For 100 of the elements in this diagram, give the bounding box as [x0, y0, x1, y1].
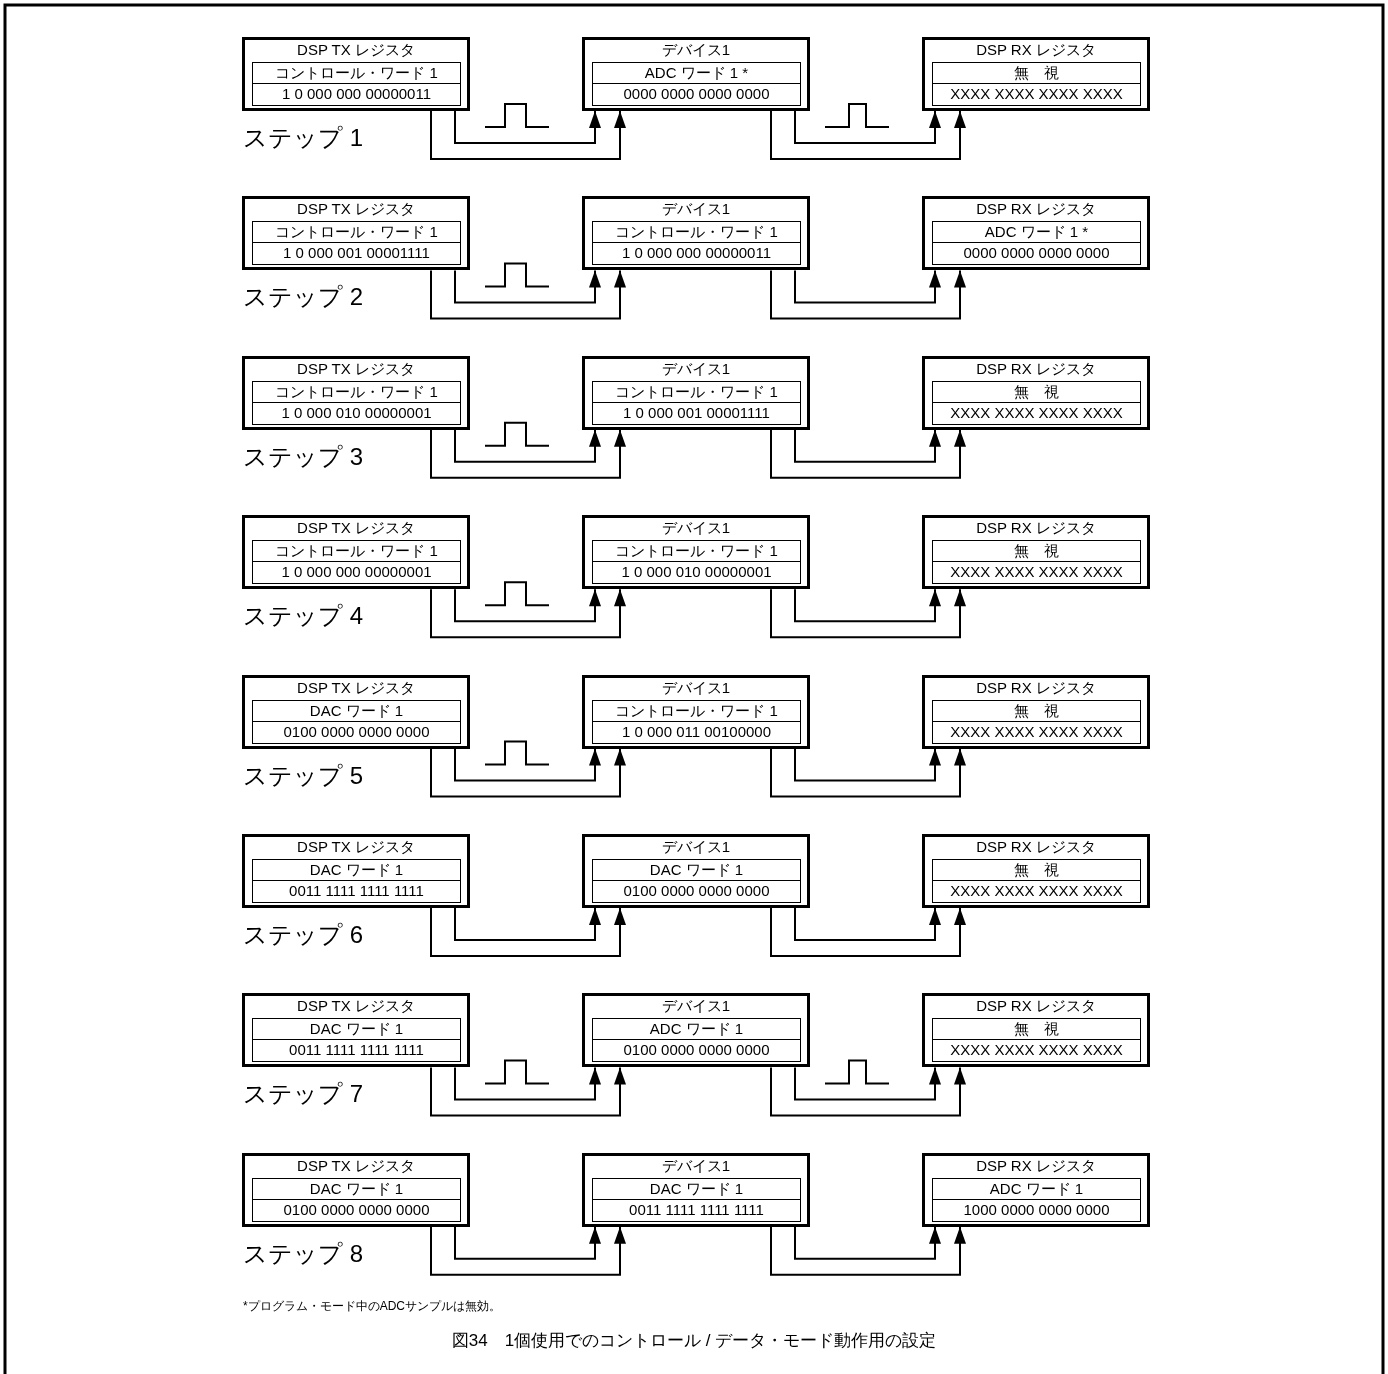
word-box: [252, 380, 461, 425]
arrow: [454, 588, 601, 623]
bit-value: 1 0 000 000 00000011: [280, 84, 432, 104]
word-box: [252, 699, 461, 744]
bit-value: 1 0 000 010 00000001: [620, 562, 773, 583]
word-name: DAC ワード 1: [253, 1178, 460, 1200]
register-box: [922, 355, 1150, 430]
step-label: ステップ 8: [243, 1238, 363, 1269]
bit-value: XXXX XXXX XXXX XXXX: [949, 721, 1124, 742]
word-name: 無 視: [933, 381, 1140, 403]
arrow: [794, 588, 941, 623]
word-name: コントロール・ワード 1: [253, 222, 460, 244]
arrow: [430, 1225, 626, 1276]
word-name: コントロール・ワード 1: [593, 222, 800, 244]
word-name: ADC ワード 1: [593, 1019, 800, 1041]
word-box: [252, 1018, 461, 1063]
step-label: ステップ 7: [243, 1079, 363, 1110]
word-name: コントロール・ワード 1: [253, 541, 460, 563]
bit-value: 0100 0000 0000 0000: [282, 1199, 431, 1220]
bit-value: 1 0 000 000 00000011: [620, 243, 772, 264]
word-box: [592, 221, 801, 266]
word-name: DAC ワード 1: [593, 860, 800, 881]
bit-value: 0011 1111 1111 1111: [628, 1199, 765, 1220]
word-name: コントロール・ワード 1: [253, 381, 460, 403]
bit-value: XXXX XXXX XXXX XXXX: [949, 84, 1124, 104]
register-box: [242, 993, 470, 1068]
box-title: DSP RX レジスタ: [975, 677, 1097, 698]
arrow: [770, 1066, 966, 1117]
word-name: 無 視: [933, 700, 1140, 722]
word-box: [252, 62, 461, 106]
register-box: [582, 674, 810, 749]
word-box: [592, 1177, 801, 1222]
word-name: 無 視: [933, 860, 1140, 881]
arrow: [770, 269, 966, 320]
step-label: ステップ 2: [243, 282, 363, 313]
word-name: DAC ワード 1: [253, 700, 460, 722]
register-box: [922, 1152, 1150, 1227]
register-box: [582, 993, 810, 1068]
register-box: [582, 196, 810, 271]
box-title: デバイス1: [660, 199, 732, 220]
word-box: [592, 62, 801, 106]
arrow: [454, 110, 601, 144]
bit-value: 0000 0000 0000 0000: [962, 243, 1111, 264]
box-title: デバイス1: [660, 1155, 732, 1176]
word-name: コントロール・ワード 1: [593, 381, 800, 403]
register-box: [242, 834, 470, 908]
box-title: DSP TX レジスタ: [296, 996, 416, 1017]
bit-value: 0100 0000 0000 0000: [622, 1040, 771, 1061]
word-name: DAC ワード 1: [593, 1178, 800, 1200]
box-title: デバイス1: [660, 677, 732, 698]
arrow: [430, 1066, 626, 1117]
word-name: ADC ワード 1: [933, 1178, 1140, 1200]
register-box: [582, 1152, 810, 1227]
arrow: [794, 269, 941, 304]
arrow: [430, 269, 626, 320]
arrow: [454, 1066, 601, 1101]
register-box: [242, 37, 470, 111]
step-label: ステップ 1: [243, 123, 363, 153]
box-title: デバイス1: [660, 358, 732, 379]
word-box: [592, 859, 801, 903]
box-title: DSP TX レジスタ: [296, 1155, 416, 1176]
register-box: [922, 37, 1150, 111]
bit-value: 0011 1111 1111 1111: [288, 881, 425, 901]
arrow: [454, 907, 601, 941]
bit-value: XXXX XXXX XXXX XXXX: [949, 562, 1124, 583]
arrow: [454, 428, 601, 463]
arrow: [794, 110, 941, 144]
word-name: 無 視: [933, 1019, 1140, 1041]
word-name: コントロール・ワード 1: [253, 63, 460, 84]
word-box: [592, 1018, 801, 1063]
arrow: [794, 907, 941, 941]
box-title: デバイス1: [660, 518, 732, 539]
word-name: 無 視: [933, 63, 1140, 84]
bit-value: 0100 0000 0000 0000: [622, 881, 771, 901]
box-title: DSP TX レジスタ: [296, 837, 416, 857]
word-box: [932, 221, 1141, 266]
arrow: [770, 1225, 966, 1276]
bit-value: 1 0 000 010 00000001: [280, 402, 433, 423]
register-box: [922, 674, 1150, 749]
arrow: [794, 1225, 941, 1260]
bit-value: 1 0 000 001 00001111: [622, 402, 771, 423]
bit-value: 1 0 000 011 00100000: [620, 721, 772, 742]
register-box: [242, 196, 470, 271]
register-box: [582, 515, 810, 590]
bit-value: 0011 1111 1111 1111: [288, 1040, 425, 1061]
word-box: [932, 1177, 1141, 1222]
word-box: [592, 380, 801, 425]
word-box: [932, 62, 1141, 106]
box-title: DSP TX レジスタ: [296, 518, 416, 539]
word-box: [252, 859, 461, 903]
word-box: [252, 221, 461, 266]
box-title: デバイス1: [660, 996, 732, 1017]
word-box: [252, 540, 461, 585]
box-title: DSP RX レジスタ: [975, 40, 1097, 60]
word-name: ADC ワード 1 *: [933, 222, 1140, 244]
box-title: DSP TX レジスタ: [296, 358, 416, 379]
bit-value: XXXX XXXX XXXX XXXX: [949, 1040, 1124, 1061]
footnote: *プログラム・モード中のADCサンプルは無効。: [243, 1298, 501, 1314]
arrow: [430, 588, 626, 639]
word-box: [592, 540, 801, 585]
